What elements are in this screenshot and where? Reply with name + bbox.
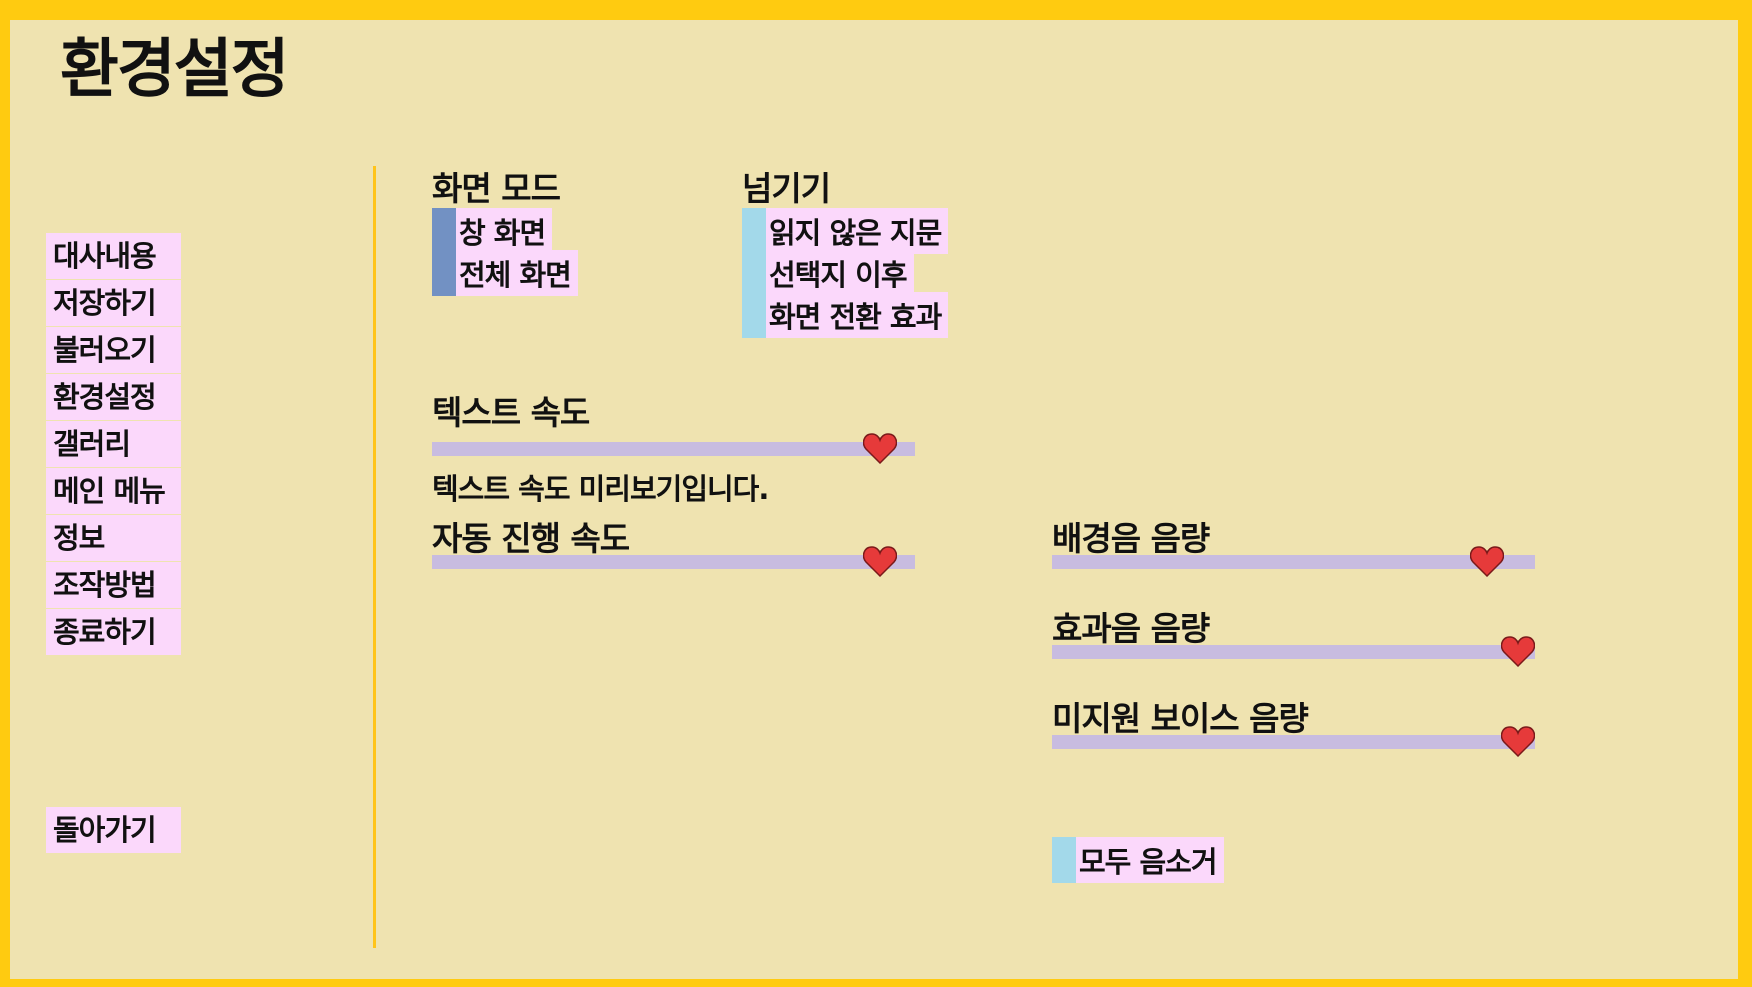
mute-all-option[interactable]: 모두 음소거 <box>1052 837 1224 883</box>
skip-label: 넘기기 <box>742 169 831 208</box>
nav-item-load[interactable]: 불러오기 <box>46 327 181 373</box>
text-speed-label: 텍스트 속도 <box>432 393 590 432</box>
music-volume-label: 배경음 음량 <box>1052 519 1210 558</box>
nav-item-preferences[interactable]: 환경설정 <box>46 374 181 420</box>
nav-item-history[interactable]: 대사내용 <box>46 233 181 279</box>
heart-icon[interactable] <box>1501 725 1535 757</box>
nav-item-gallery[interactable]: 갤러리 <box>46 421 181 467</box>
display-window-option[interactable]: 창 화면 <box>432 208 553 254</box>
skip-transitions-option[interactable]: 화면 전환 효과 <box>742 292 949 338</box>
nav-item-main-menu[interactable]: 메인 메뉴 <box>46 468 181 514</box>
checkbox-indicator <box>742 208 766 254</box>
nav-item-about[interactable]: 정보 <box>46 515 181 561</box>
option-label: 창 화면 <box>459 216 546 250</box>
option-label: 화면 전환 효과 <box>769 300 942 334</box>
nav-item-save[interactable]: 저장하기 <box>46 280 181 326</box>
heart-icon[interactable] <box>863 545 897 577</box>
option-label: 모두 음소거 <box>1079 845 1217 879</box>
display-fullscreen-option[interactable]: 전체 화면 <box>432 250 578 296</box>
checkbox-indicator <box>742 250 766 296</box>
skip-after-choices-option[interactable]: 선택지 이후 <box>742 250 914 296</box>
heart-icon[interactable] <box>1501 635 1535 667</box>
auto-speed-slider[interactable] <box>432 546 915 577</box>
option-label: 읽지 않은 지문 <box>769 216 942 250</box>
settings-screen: 환경설정 대사내용 저장하기 불러오기 환경설정 갤러리 메인 메뉴 정보 조작… <box>10 20 1738 979</box>
selected-indicator <box>432 250 456 296</box>
page-title: 환경설정 <box>60 33 290 107</box>
return-button[interactable]: 돌아가기 <box>46 807 181 853</box>
slider-track <box>432 442 915 456</box>
heart-icon[interactable] <box>863 432 897 464</box>
text-speed-slider[interactable] <box>432 433 915 464</box>
voice-volume-slider[interactable] <box>1052 726 1535 757</box>
sound-volume-label: 효과음 음량 <box>1052 609 1210 648</box>
sidebar-divider <box>373 166 376 948</box>
display-mode-label: 화면 모드 <box>432 169 561 208</box>
slider-track <box>1052 645 1535 659</box>
slider-track <box>1052 735 1535 749</box>
text-speed-preview: 텍스트 속도 미리보기입니다. <box>432 472 769 506</box>
heart-icon[interactable] <box>1470 545 1504 577</box>
skip-unseen-option[interactable]: 읽지 않은 지문 <box>742 208 949 254</box>
checkbox-indicator <box>742 292 766 338</box>
option-label: 전체 화면 <box>459 258 572 292</box>
selected-indicator <box>432 208 456 254</box>
nav-item-help[interactable]: 조작방법 <box>46 562 181 608</box>
slider-track <box>432 555 915 569</box>
voice-volume-label: 미지원 보이스 음량 <box>1052 699 1309 738</box>
slider-track <box>1052 555 1535 569</box>
sound-volume-slider[interactable] <box>1052 636 1535 667</box>
nav-item-quit[interactable]: 종료하기 <box>46 609 181 655</box>
auto-speed-label: 자동 진행 속도 <box>432 519 630 558</box>
checkbox-indicator <box>1052 837 1076 883</box>
option-label: 선택지 이후 <box>769 258 907 292</box>
music-volume-slider[interactable] <box>1052 546 1535 577</box>
